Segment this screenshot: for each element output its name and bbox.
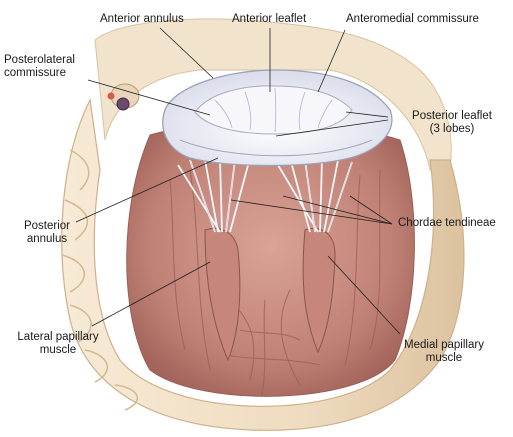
posterior-leaflet-edge [179,139,373,157]
ventricular-wall-outer [61,98,465,431]
label-chordae-tendineae: Chordae tendineae [398,217,496,229]
trabeculae [169,169,381,396]
lateral-papillary-muscle [204,227,241,362]
label-medial-papillary-muscle: Medial papillary muscle [404,339,484,364]
label-anterior-leaflet: Anterior leaflet [232,13,307,25]
label-anteromedial-commissure: Anteromedial commissure [346,13,479,25]
atrial-wall [94,18,452,171]
label-posterior-annulus: Posterior annulus [23,220,71,245]
label-anterior-annulus: Anterior annulus [100,13,184,25]
leaflet-folds [214,87,333,133]
leader-lines [75,27,401,335]
medial-papillary-muscle [302,228,336,354]
wall-folds [61,149,138,411]
label-posterolateral-commissure: Posterolateral commissure [4,54,75,79]
label-posterior-leaflet: Posterior leaflet (3 lobes) [412,110,492,135]
coronary-vessel [107,83,140,111]
label-lateral-papillary-muscle: Lateral papillary muscle [17,331,99,356]
anterior-leaflet [194,85,353,135]
